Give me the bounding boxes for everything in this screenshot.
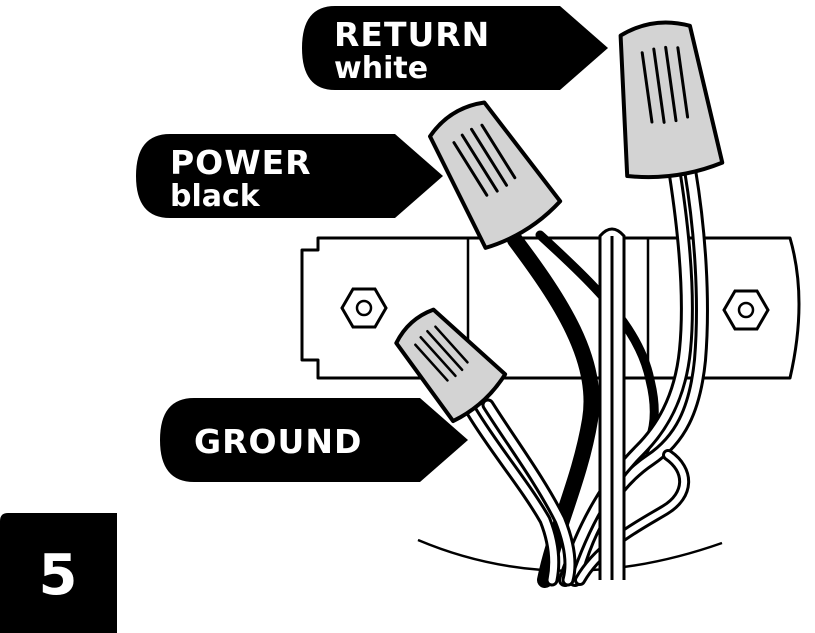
return-label-subtitle: white (334, 51, 428, 86)
right-mounting-screw (722, 289, 770, 331)
step-number: 5 (39, 543, 78, 608)
vertical-support-rod (598, 227, 626, 580)
power-label: POWER black (136, 134, 443, 218)
left-mounting-screw (340, 287, 388, 329)
power-label-subtitle: black (170, 179, 261, 214)
ground-label: GROUND (160, 398, 468, 482)
return-label-title: RETURN (334, 15, 490, 54)
return-wire-nut (618, 20, 725, 180)
step-number-badge: 5 (0, 513, 117, 633)
return-label: RETURN white (302, 6, 608, 90)
mounting-bracket (300, 236, 801, 380)
ground-wire-nut (394, 307, 508, 424)
power-label-title: POWER (170, 143, 312, 182)
power-wire-nut (428, 100, 563, 250)
ground-label-title: GROUND (194, 422, 362, 461)
